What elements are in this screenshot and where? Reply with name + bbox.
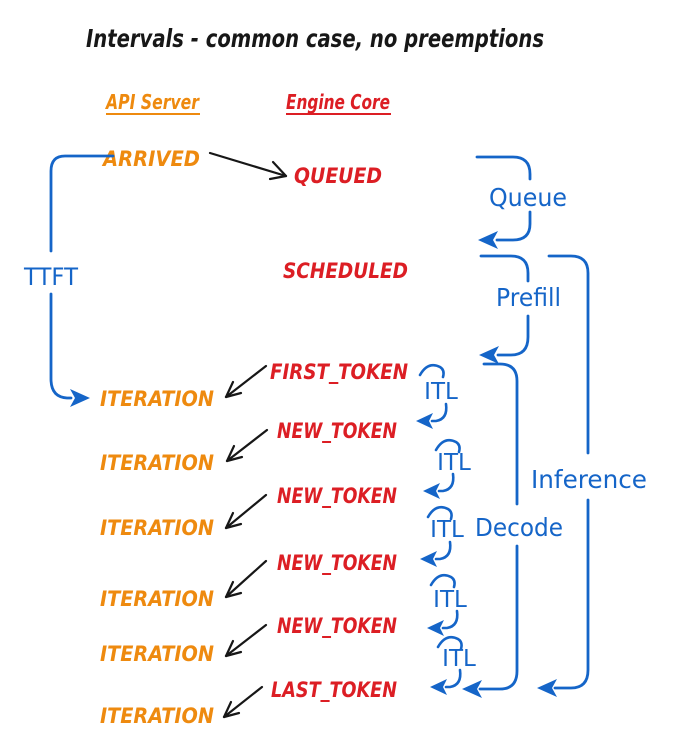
ttft-arrowhead-icon bbox=[70, 389, 90, 407]
itl-marker-2: ITL bbox=[423, 438, 471, 499]
ttft-bracket bbox=[49, 154, 115, 407]
arrow-new-token-2-to-iteration bbox=[224, 493, 268, 530]
column-header-api-server: API Server bbox=[104, 90, 199, 114]
event-iteration-4: ITERATION bbox=[100, 587, 214, 611]
interval-label-decode: Decode bbox=[475, 513, 563, 542]
event-queued: QUEUED bbox=[294, 164, 382, 188]
interval-label-itl-2: ITL bbox=[437, 450, 471, 476]
interval-label-prefill: Prefill bbox=[496, 283, 561, 312]
arrow-new-token-3-to-iteration bbox=[224, 559, 268, 599]
arrow-arrived-to-queued bbox=[208, 151, 288, 181]
column-header-engine-core: Engine Core bbox=[286, 90, 390, 114]
queue-arrowhead-icon bbox=[478, 231, 498, 249]
event-new-token-1: NEW_TOKEN bbox=[277, 419, 397, 443]
event-new-token-2: NEW_TOKEN bbox=[277, 484, 397, 508]
interval-label-inference: Inference bbox=[531, 465, 647, 494]
arrow-new-token-1-to-iteration bbox=[225, 428, 269, 463]
itl-arrowhead-icon bbox=[423, 483, 440, 499]
itl-marker-3: ITL bbox=[420, 505, 464, 567]
event-iteration-1: ITERATION bbox=[100, 387, 214, 411]
arrow-last-token-to-iteration bbox=[222, 685, 264, 719]
inference-arrowhead-icon bbox=[537, 679, 557, 697]
arrow-new-token-4-to-iteration bbox=[224, 623, 268, 658]
event-new-token-4: NEW_TOKEN bbox=[277, 614, 397, 638]
event-iteration-5: ITERATION bbox=[100, 642, 214, 666]
event-last-token: LAST_TOKEN bbox=[271, 678, 397, 702]
itl-marker-4: ITL bbox=[427, 573, 467, 636]
queue-bracket bbox=[475, 155, 532, 249]
decode-bracket bbox=[462, 362, 519, 698]
itl-arrowhead-icon bbox=[420, 551, 437, 567]
itl-marker-1: ITL bbox=[416, 363, 458, 429]
itl-arrowhead-icon bbox=[430, 679, 447, 695]
itl-arrowhead-icon bbox=[427, 620, 444, 636]
diagram-title: Intervals - common case, no preemptions bbox=[86, 24, 544, 53]
event-iteration-2: ITERATION bbox=[100, 451, 214, 475]
event-iteration-6: ITERATION bbox=[100, 704, 214, 728]
interval-label-itl-4: ITL bbox=[433, 587, 467, 613]
prefill-arrowhead-icon bbox=[479, 346, 499, 364]
interval-label-ttft: TTFT bbox=[23, 263, 78, 291]
prefill-bracket bbox=[479, 254, 530, 364]
interval-label-itl-5: ITL bbox=[442, 646, 476, 672]
decode-arrowhead-icon bbox=[462, 680, 482, 698]
inference-bracket bbox=[537, 254, 590, 697]
event-arrived: ARRIVED bbox=[101, 147, 200, 171]
event-scheduled: SCHEDULED bbox=[283, 259, 408, 283]
event-iteration-3: ITERATION bbox=[100, 516, 214, 540]
arrow-first-token-to-iteration bbox=[224, 364, 268, 399]
itl-arrowhead-icon bbox=[416, 413, 433, 429]
interval-label-queue: Queue bbox=[489, 183, 567, 212]
itl-marker-5: ITL bbox=[430, 635, 476, 695]
event-new-token-3: NEW_TOKEN bbox=[277, 551, 397, 575]
interval-label-itl-1: ITL bbox=[424, 379, 458, 405]
interval-label-itl-3: ITL bbox=[430, 517, 464, 543]
event-first-token: FIRST_TOKEN bbox=[270, 360, 408, 384]
